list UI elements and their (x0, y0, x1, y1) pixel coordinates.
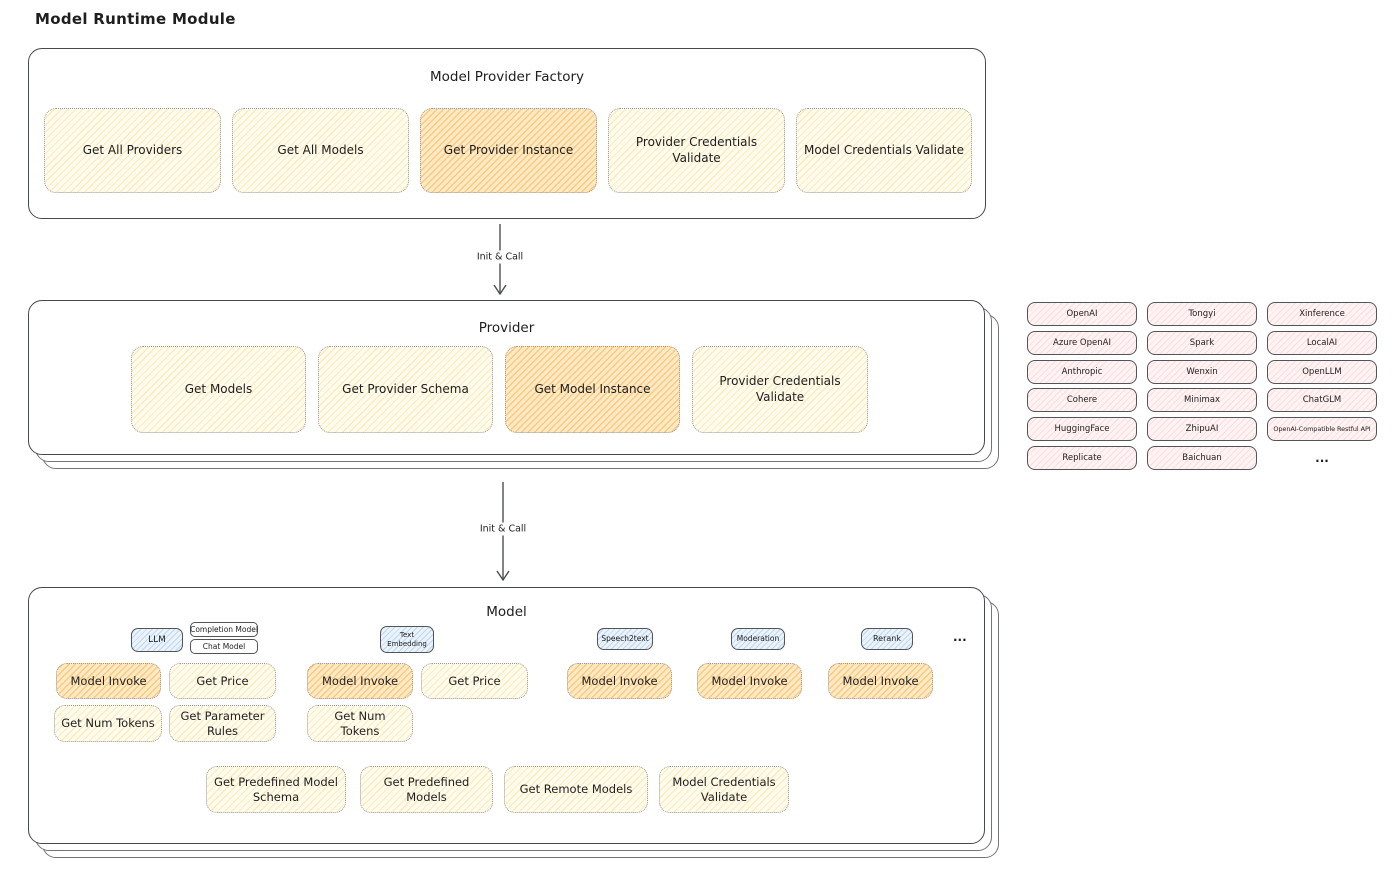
node-get-all-models: Get All Models (232, 108, 409, 193)
arrow-factory-to-provider: Init & Call (472, 224, 528, 295)
provider-cell-openai: OpenAI (1027, 302, 1137, 326)
provider-cell-azure-openai: Azure OpenAI (1027, 331, 1137, 355)
node-rerank-model-invoke: Model Invoke (828, 663, 933, 699)
node-llm-get-num-tokens: Get Num Tokens (54, 705, 162, 742)
node-get-models: Get Models (131, 346, 306, 433)
node-model-credentials-validate-2: Model Credentials Validate (659, 766, 789, 813)
node-get-all-providers: Get All Providers (44, 108, 221, 193)
provider-cell-chatglm: ChatGLM (1267, 388, 1377, 412)
node-provider-credentials-validate-2: Provider Credentials Validate (692, 346, 868, 433)
node-get-provider-schema: Get Provider Schema (318, 346, 493, 433)
node-get-predefined-model-schema: Get Predefined Model Schema (206, 766, 346, 813)
provider-title: Provider (478, 320, 535, 336)
provider-cell-cohere: Cohere (1027, 388, 1137, 412)
arrow-provider-to-model: Init & Call (475, 482, 531, 581)
provider-cell-huggingface: HuggingFace (1027, 417, 1137, 441)
node-llm-get-parameter-rules: Get Parameter Rules (169, 705, 276, 742)
model-frame: Model LLM Completion Model Chat Model Te… (28, 587, 985, 844)
tag-text-embedding: Text Embedding (380, 626, 434, 653)
node-get-predefined-models: Get Predefined Models (360, 766, 493, 813)
node-moderation-model-invoke: Model Invoke (697, 663, 802, 699)
provider-cell-localai: LocalAI (1267, 331, 1377, 355)
provider-cell-tongyi: Tongyi (1147, 302, 1257, 326)
model-title: Model (486, 604, 527, 620)
node-model-credentials-validate: Model Credentials Validate (796, 108, 972, 193)
node-llm-model-invoke: Model Invoke (56, 663, 161, 699)
arrow-label-init-call: Init & Call (472, 250, 528, 264)
provider-cell-baichuan: Baichuan (1147, 446, 1257, 470)
node-get-provider-instance: Get Provider Instance (420, 108, 597, 193)
factory-title: Model Provider Factory (429, 69, 584, 85)
tag-completion-model: Completion Model (190, 622, 258, 637)
node-embedding-model-invoke: Model Invoke (307, 663, 413, 699)
provider-cell-openllm: OpenLLM (1267, 360, 1377, 384)
tag-more: ... (953, 630, 967, 644)
node-speech2text-model-invoke: Model Invoke (567, 663, 672, 699)
node-embedding-get-num-tokens: Get Num Tokens (307, 705, 413, 742)
provider-cell-openai-compatible: OpenAI-Compatible Restful API (1267, 417, 1377, 441)
provider-cell-spark: Spark (1147, 331, 1257, 355)
tag-moderation: Moderation (731, 628, 785, 650)
tag-speech2text: Speech2text (597, 628, 653, 650)
provider-cell-zhipuai: ZhipuAI (1147, 417, 1257, 441)
page-title: Model Runtime Module (35, 10, 236, 28)
node-get-model-instance: Get Model Instance (505, 346, 680, 433)
provider-cell-xinference: Xinference (1267, 302, 1377, 326)
tag-chat-model: Chat Model (190, 639, 258, 654)
factory-frame: Model Provider Factory Get All Providers… (28, 48, 986, 219)
provider-cell-anthropic: Anthropic (1027, 360, 1137, 384)
node-llm-get-price: Get Price (169, 663, 276, 699)
provider-cell-replicate: Replicate (1027, 446, 1137, 470)
arrow-label-init-call-2: Init & Call (475, 522, 531, 536)
tag-llm: LLM (131, 628, 183, 652)
provider-cell-minimax: Minimax (1147, 388, 1257, 412)
node-provider-credentials-validate: Provider Credentials Validate (608, 108, 785, 193)
node-get-remote-models: Get Remote Models (504, 766, 648, 813)
provider-cell-more: ... (1315, 451, 1329, 465)
node-embedding-get-price: Get Price (421, 663, 528, 699)
provider-frame: Provider Get Models Get Provider Schema … (28, 300, 985, 455)
tag-rerank: Rerank (861, 628, 913, 650)
provider-cell-wenxin: Wenxin (1147, 360, 1257, 384)
